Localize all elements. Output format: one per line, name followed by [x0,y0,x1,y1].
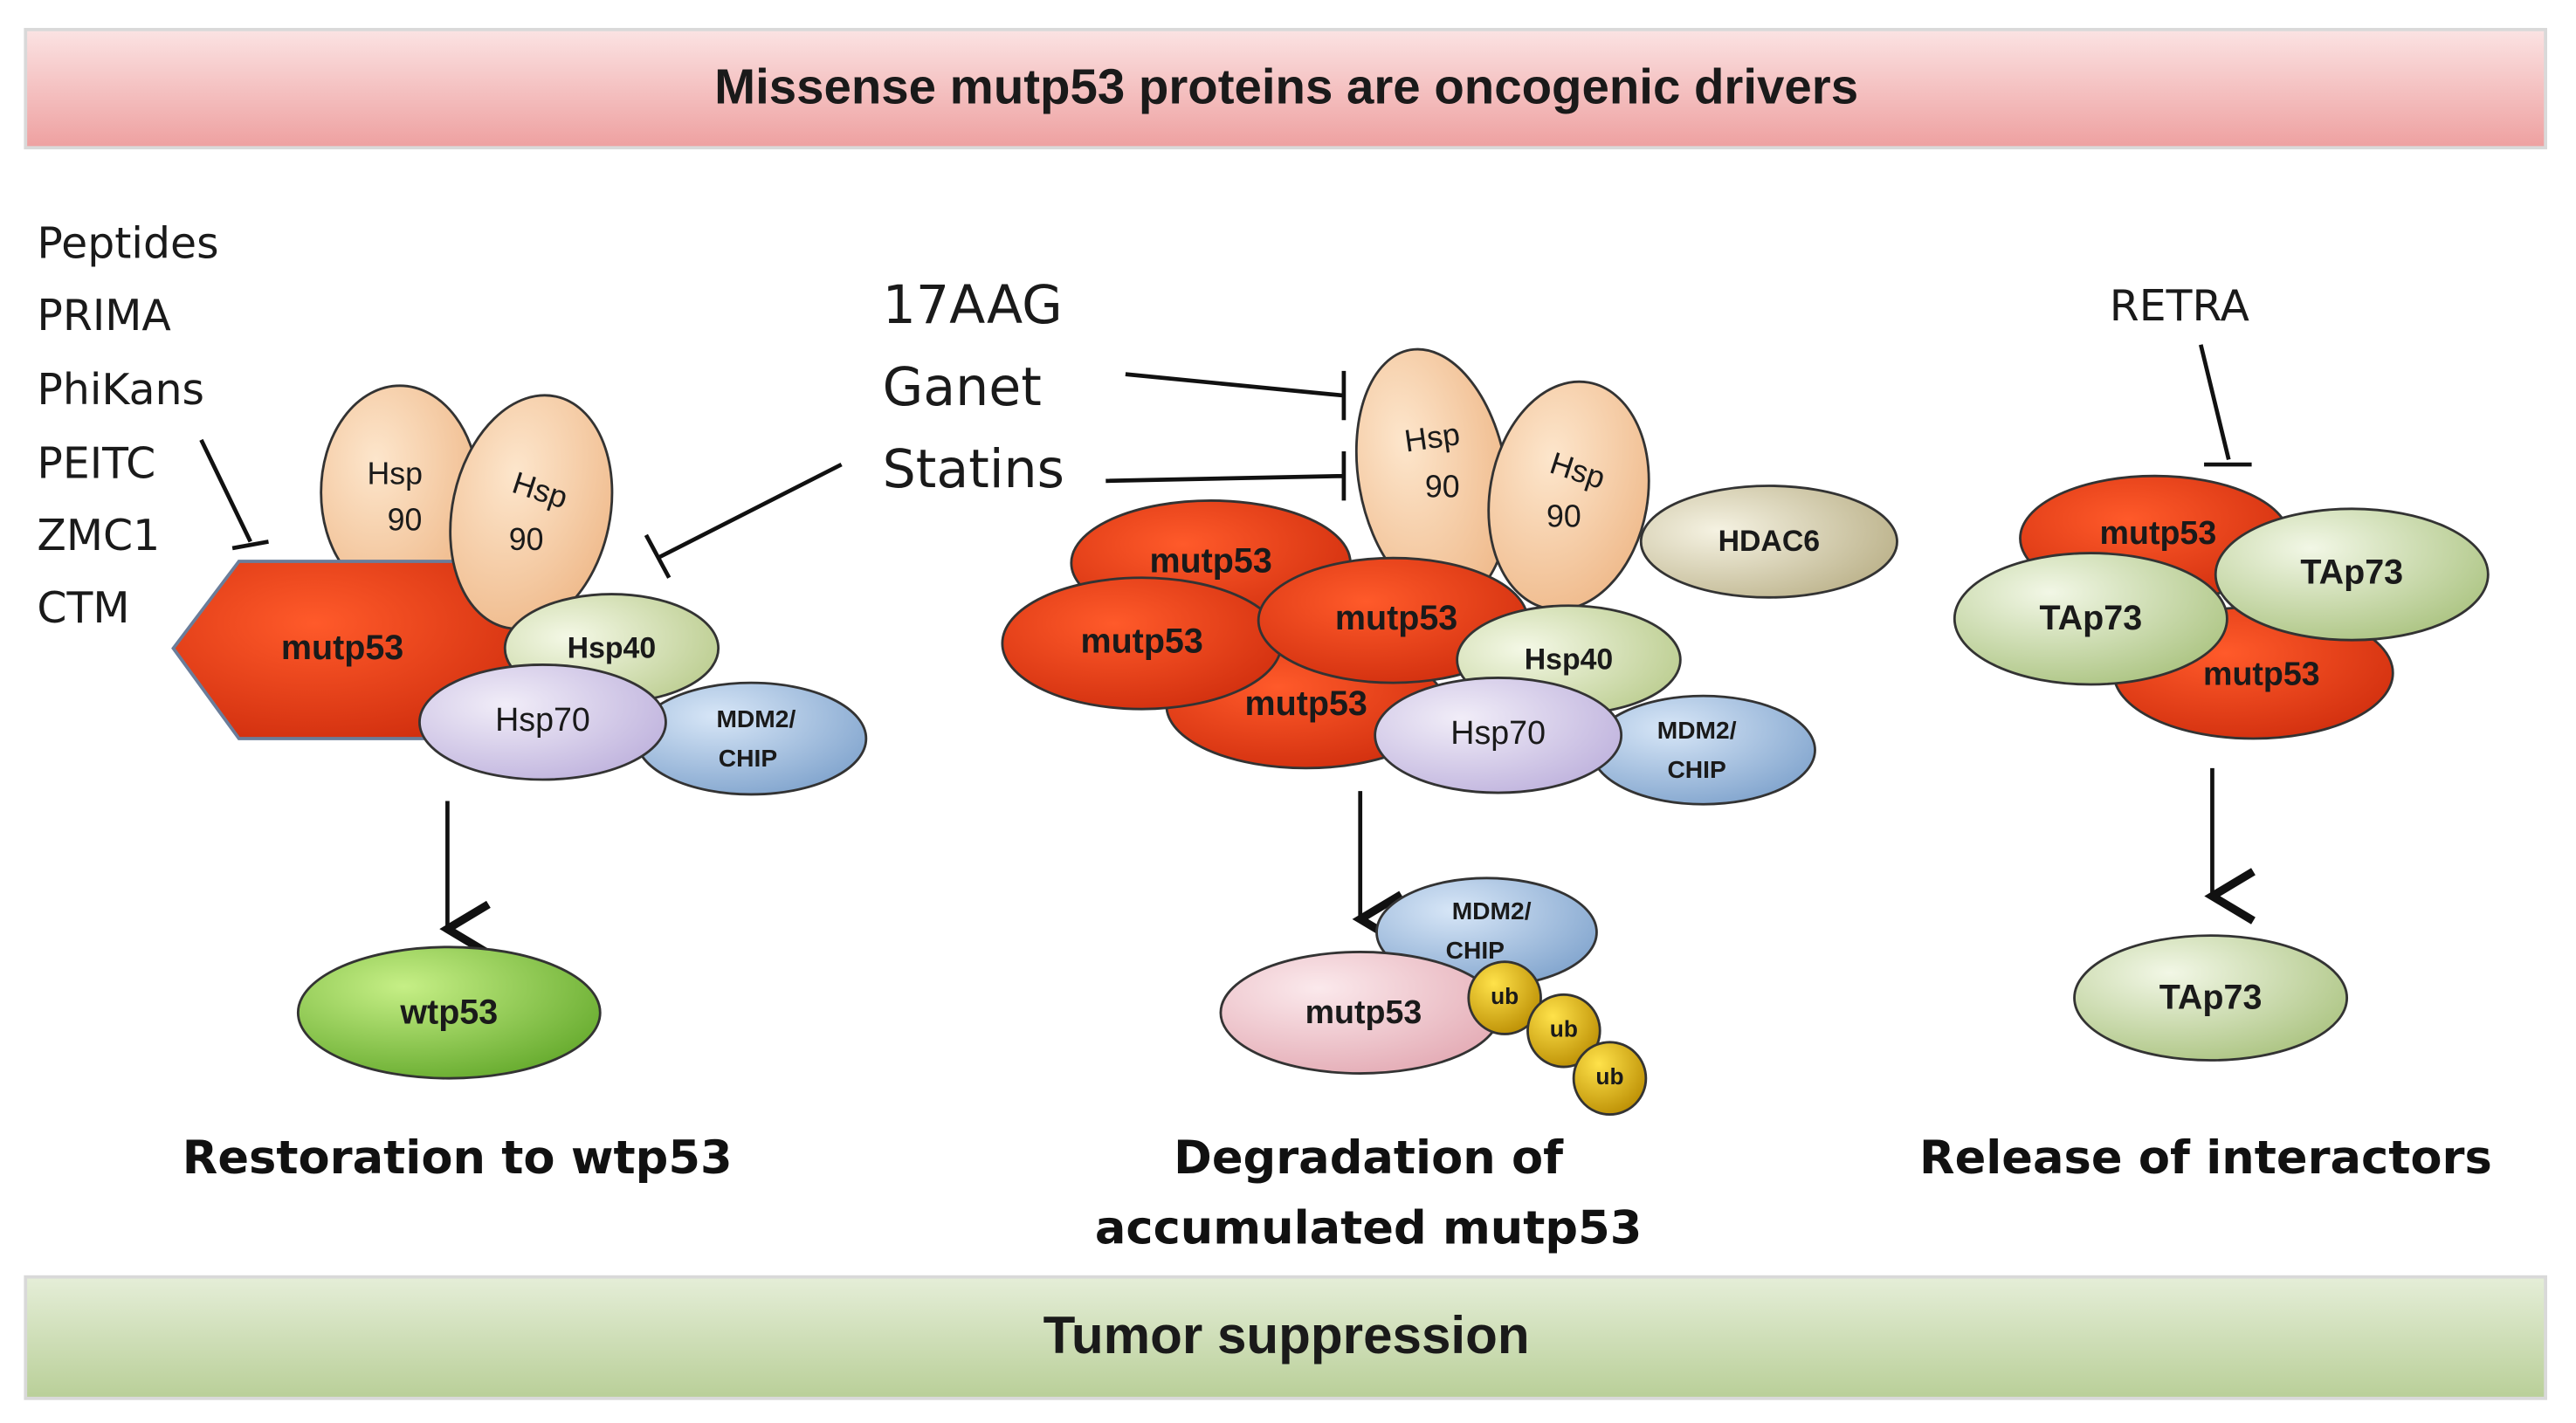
middle-panel: 17AAG Ganet Statins Hsp 90 Hsp 90 HDAC6 … [883,275,1898,1255]
svg-text:mutp53: mutp53 [1335,599,1457,637]
mdm2-chip-protein: MDM2/ CHIP [635,681,868,796]
svg-text:ub: ub [1595,1063,1623,1090]
svg-text:90: 90 [388,502,423,537]
svg-text:TAp73: TAp73 [2159,978,2263,1016]
svg-text:Hsp40: Hsp40 [568,631,657,664]
hsp90-protein: Hsp 90 [320,384,480,601]
inhibition-line [1125,370,1347,421]
drug-label: PRIMA [37,291,171,340]
left-panel: Peptides PRIMA PhiKans PEITC ZMC1 CTM Hs… [37,219,868,1185]
svg-text:Hsp70: Hsp70 [495,701,590,738]
drug-label: 17AAG [883,275,1063,336]
svg-text:CHIP: CHIP [1667,755,1725,783]
drug-label: PhiKans [37,365,204,415]
svg-text:Hsp: Hsp [1402,416,1462,458]
tap73-protein: TAp73 [2073,934,2349,1062]
mutp53-protein: mutp53 [1001,576,1283,711]
svg-text:Hsp: Hsp [367,457,423,492]
svg-text:TAp73: TAp73 [2300,553,2403,591]
svg-text:CHIP: CHIP [719,744,777,772]
right-panel: RETRA mutp53 mutp53 TAp73 TAp73 TAp73 Re… [1919,281,2492,1185]
tap73-protein: TAp73 [1953,552,2228,686]
hdac6-protein: HDAC6 [1639,485,1898,599]
ubiquitin: ub [1526,993,1601,1069]
svg-text:MDM2/: MDM2/ [1657,716,1737,744]
footer-banner: Tumor suppression [24,1275,2547,1400]
hsp70-protein: Hsp70 [418,663,667,781]
inhibition-line [199,438,269,551]
drug-label: Peptides [37,219,218,269]
svg-text:Hsp40: Hsp40 [1525,643,1614,677]
inhibition-line [644,462,843,579]
inhibition-line [1105,451,1347,501]
svg-text:mutp53: mutp53 [1080,622,1202,660]
mdm2-chip-protein: MDM2/ CHIP [1590,694,1816,806]
drug-label: PEITC [37,438,155,488]
svg-text:MDM2/: MDM2/ [716,705,796,732]
hsp90-protein: Hsp 90 [449,394,614,630]
svg-text:HDAC6: HDAC6 [1718,525,1821,558]
svg-text:mutp53: mutp53 [2203,656,2320,692]
middle-caption: Degradation of [1174,1131,1564,1185]
drug-label: Ganet [883,357,1042,418]
svg-text:mutp53: mutp53 [2100,514,2217,551]
svg-text:ub: ub [1550,1016,1578,1042]
svg-text:TAp73: TAp73 [2039,599,2142,637]
drug-label: CTM [37,583,129,633]
drug-label: ZMC1 [37,511,160,560]
mutp53-label: mutp53 [281,629,403,667]
svg-text:wtp53: wtp53 [399,993,498,1031]
hsp90-protein: Hsp 90 [1487,380,1650,611]
ubiquitin: ub [1572,1041,1648,1116]
svg-text:MDM2/: MDM2/ [1452,897,1532,925]
svg-text:90: 90 [1425,470,1460,505]
footer-title: Tumor suppression [1043,1306,1530,1365]
svg-text:mutp53: mutp53 [1149,541,1271,580]
svg-text:Hsp70: Hsp70 [1450,714,1546,751]
header-banner: Missense mutp53 proteins are oncogenic d… [24,27,2547,150]
mutp53-protein-degraded: mutp53 [1219,951,1501,1075]
middle-caption: accumulated mutp53 [1095,1202,1642,1255]
tap73-protein: TAp73 [2214,507,2490,642]
svg-text:90: 90 [509,522,544,557]
header-title: Missense mutp53 proteins are oncogenic d… [714,58,1858,113]
right-caption: Release of interactors [1919,1131,2492,1185]
left-caption: Restoration to wtp53 [183,1131,733,1185]
svg-text:90: 90 [1546,499,1581,534]
ubiquitin: ub [1467,960,1542,1035]
hsp70-protein: Hsp70 [1374,677,1623,794]
svg-text:CHIP: CHIP [1446,936,1505,964]
drug-label: Statins [883,439,1064,500]
drug-label: RETRA [2110,281,2250,331]
wtp53-protein: wtp53 [296,945,602,1080]
svg-text:mutp53: mutp53 [1245,684,1367,723]
inhibition-line [2199,344,2252,467]
svg-text:mutp53: mutp53 [1305,993,1422,1030]
svg-text:ub: ub [1491,983,1519,1009]
